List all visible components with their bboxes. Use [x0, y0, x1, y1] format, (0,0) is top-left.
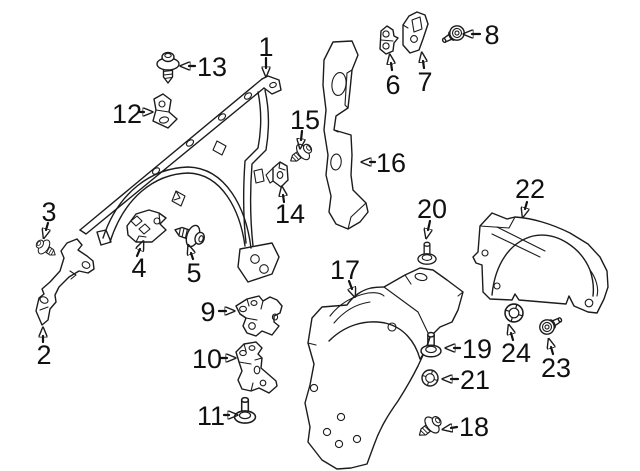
part-17-splash-shield	[304, 267, 464, 470]
leader-17	[349, 279, 352, 289]
part-21-nut	[421, 369, 439, 387]
part-24-nut	[504, 303, 524, 323]
callout-2[interactable]: 2	[36, 340, 51, 370]
leader-24	[511, 333, 513, 342]
part-10-bracket	[235, 341, 278, 394]
leader-22	[525, 200, 527, 209]
callouts: 1 2 3 4 5 6 7 8 9 10 11 12 13 14 15 16 1…	[36, 20, 571, 442]
part-9-bracket	[235, 295, 283, 337]
callout-3[interactable]: 3	[41, 197, 56, 227]
part-20-retainer	[417, 241, 437, 265]
callout-15[interactable]: 15	[290, 105, 320, 135]
part-6-bracket	[379, 25, 399, 55]
callout-16[interactable]: 16	[376, 148, 406, 178]
callout-leader-lines	[43, 34, 553, 428]
leader-15	[301, 129, 302, 140]
leader-7	[423, 61, 424, 70]
part-4-bracket	[126, 209, 167, 243]
part-22-splash-shield-rear	[472, 212, 609, 314]
callout-14[interactable]: 14	[275, 199, 305, 229]
part-23-screw	[536, 312, 566, 338]
part-5-bolt	[170, 218, 209, 251]
leader-14	[283, 195, 284, 204]
part-14-clip	[265, 161, 289, 188]
part-12-bracket	[152, 93, 178, 129]
part-19-retainer	[420, 331, 442, 358]
leader-3	[46, 221, 48, 230]
part-11-bolt	[233, 396, 257, 424]
part-1-fender	[79, 75, 282, 283]
leader-5	[191, 253, 193, 261]
leader-4	[137, 249, 140, 258]
part-15-bolt	[284, 138, 317, 169]
leader-18	[451, 427, 459, 428]
part-7-bracket	[402, 11, 429, 54]
part-8-bolt	[438, 22, 468, 49]
callout-4[interactable]: 4	[131, 253, 146, 283]
callout-1[interactable]: 1	[258, 32, 273, 62]
callout-11[interactable]: 11	[197, 401, 225, 431]
callout-12[interactable]: 12	[112, 99, 142, 129]
callout-18[interactable]: 18	[459, 412, 489, 442]
callout-6[interactable]: 6	[385, 70, 400, 100]
callout-7[interactable]: 7	[417, 67, 432, 97]
callout-20[interactable]: 20	[417, 194, 447, 224]
leader-20	[428, 219, 430, 230]
leader-23	[551, 347, 553, 356]
callout-17[interactable]: 17	[330, 255, 360, 285]
callout-21[interactable]: 21	[460, 365, 490, 395]
callout-10[interactable]: 10	[192, 344, 222, 374]
callout-9[interactable]: 9	[200, 297, 215, 327]
part-3-bolt	[32, 235, 61, 262]
callout-5[interactable]: 5	[186, 258, 201, 288]
part-16-seal	[322, 40, 369, 230]
callout-23[interactable]: 23	[541, 353, 571, 383]
part-13-bolt	[156, 51, 180, 84]
callout-24[interactable]: 24	[501, 338, 531, 368]
callout-13[interactable]: 13	[197, 52, 227, 82]
callout-22[interactable]: 22	[515, 174, 545, 204]
callout-19[interactable]: 19	[462, 334, 492, 364]
leader-6	[391, 63, 392, 72]
part-18-screw	[412, 410, 447, 444]
part-2-bracket	[35, 238, 95, 326]
callout-8[interactable]: 8	[484, 20, 499, 50]
